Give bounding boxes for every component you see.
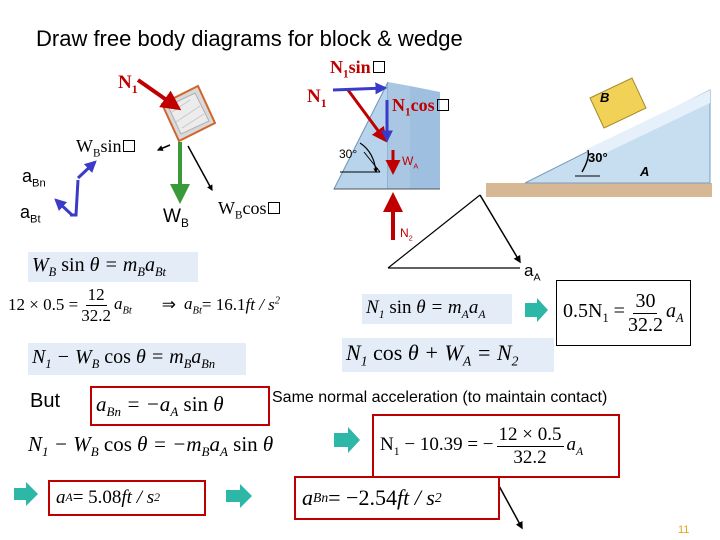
page-number: 11 [678,524,690,536]
equation-acceleration-relation: aBn = −aA sin θ [90,386,270,426]
slide-title: Draw free body diagrams for block & wedg… [36,26,463,51]
photo-a-label: A [640,164,650,179]
same-normal-note: Same normal acceleration (to maintain co… [272,389,608,406]
bullet-arrow-1 [525,298,548,322]
wb-cos-label: WBcos [218,198,281,222]
n1-block-arrow [136,78,182,111]
n1-wedge-label: N1 [307,86,327,110]
wb-sin-arrow [156,144,171,151]
wb-cos-arrow [187,145,213,192]
equation-substituted: N1 − WB cos θ = −mBaA sin θ [28,431,274,460]
wa-label: WA [402,154,419,171]
photo-angle-label: 30° [588,150,608,165]
wb-sin-label: WBsin [76,136,136,160]
n1-sin-label: N1sin [330,57,385,81]
bullet-arrow-3 [14,482,38,506]
equation-wedge-horizontal: N1 sin θ = mAaA [362,294,512,324]
wedge-angle-label: 30° [339,147,358,161]
wedge-angle-arc [359,142,379,173]
a-bn-label: aBn [22,166,46,190]
n1-sin-arrow [332,82,388,95]
but-label: But [30,390,61,412]
a-bt-arrow [70,179,80,217]
a-a-label: aA [524,261,541,284]
block-wedge-photo [486,77,712,197]
photo-b-label: B [600,90,610,105]
equation-block-tangential: WB sin θ = mBaBt [28,252,198,282]
n1-wedge-arrow [346,89,387,143]
a-bn-arrow [76,160,97,180]
n1-cos-label: N1cos [392,95,449,119]
wb-label: WB [163,206,189,230]
equation-block-normal: N1 − WB cos θ = mBaBn [28,343,246,375]
equation-wedge-vertical: N1 cos θ + WA = N2 [342,338,554,372]
connector-arrow [497,483,523,530]
a-a-left-line [387,194,481,269]
n2-label: N2 [400,226,413,243]
block-b [160,84,217,143]
bullet-arrow-4 [226,484,252,508]
bullet-arrow-2 [334,427,360,453]
a-a-arrow [479,194,521,264]
a-bt-label: aBt [20,202,41,226]
n1-block-label: N1 [118,72,138,96]
